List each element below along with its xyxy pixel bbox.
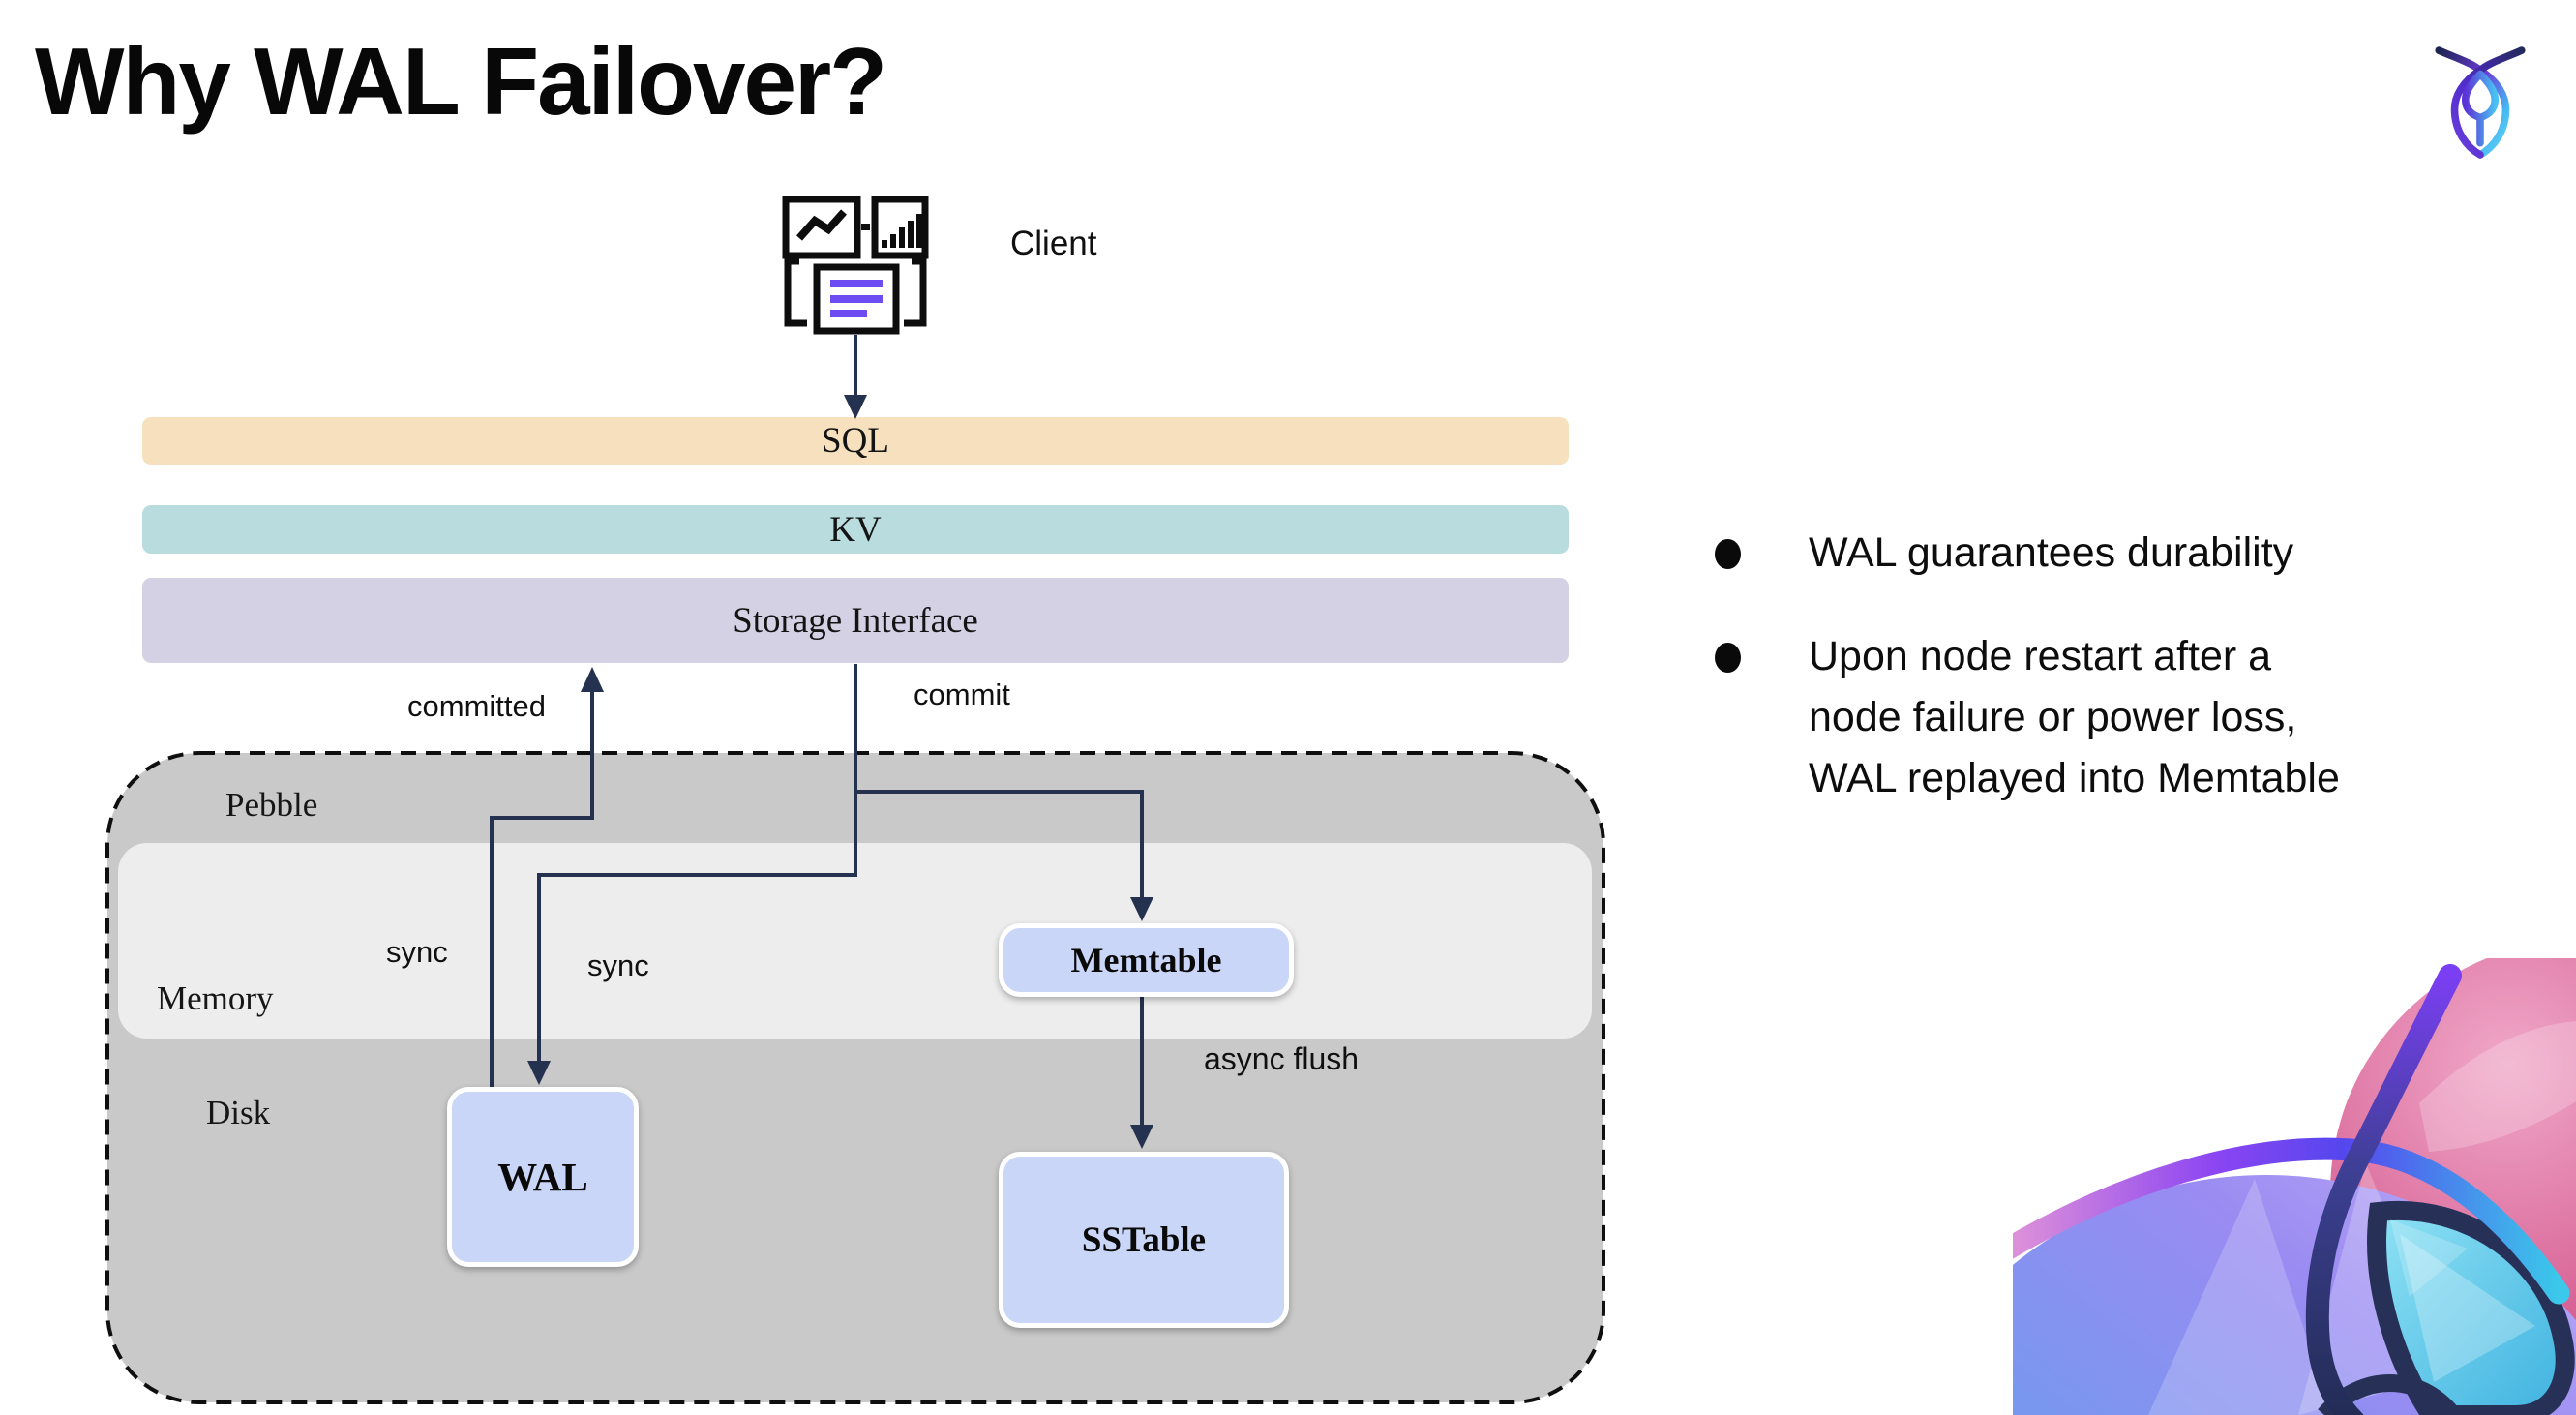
pebble-label: Pebble bbox=[225, 786, 318, 824]
layer-kv-label: KV bbox=[829, 509, 882, 550]
brand-sphere-graphic bbox=[2013, 958, 2576, 1415]
bullet-dot-icon bbox=[1715, 643, 1741, 673]
bullet-dot-icon bbox=[1715, 539, 1741, 569]
cockroachdb-logo-icon bbox=[2435, 46, 2526, 159]
layer-sql: SQL bbox=[142, 417, 1569, 465]
bullet-text: WAL guarantees durability bbox=[1809, 529, 2294, 576]
node-sstable: SSTable bbox=[999, 1152, 1289, 1328]
edge-label-committed: committed bbox=[407, 689, 546, 723]
edge-label-async-flush: async flush bbox=[1204, 1041, 1360, 1076]
bullet-item: WAL guarantees durability bbox=[1715, 523, 2547, 584]
client-label: Client bbox=[1010, 225, 1097, 262]
page-title: Why WAL Failover? bbox=[35, 28, 887, 135]
layer-storage-interface: Storage Interface bbox=[142, 578, 1569, 663]
edge-label-sync-right: sync bbox=[587, 948, 649, 982]
bullet-text: Upon node restart after a node failure o… bbox=[1809, 633, 2340, 801]
edge-label-commit: commit bbox=[914, 677, 1010, 711]
node-memtable-label: Memtable bbox=[1070, 941, 1222, 979]
client-terminal-icon bbox=[782, 196, 929, 335]
layer-kv: KV bbox=[142, 505, 1569, 554]
layer-sql-label: SQL bbox=[822, 421, 889, 461]
edge-label-sync-left: sync bbox=[386, 935, 448, 969]
disk-label: Disk bbox=[206, 1094, 271, 1131]
node-memtable: Memtable bbox=[999, 923, 1294, 997]
bullet-list: WAL guarantees durability Upon node rest… bbox=[1715, 523, 2547, 852]
memory-label: Memory bbox=[157, 979, 274, 1017]
layer-storage-interface-label: Storage Interface bbox=[733, 600, 978, 641]
node-sstable-label: SSTable bbox=[1081, 1219, 1207, 1260]
arrowhead-committed bbox=[581, 667, 604, 692]
node-wal: WAL bbox=[447, 1087, 639, 1267]
memory-band bbox=[118, 843, 1592, 1039]
bullet-item: Upon node restart after a node failure o… bbox=[1715, 626, 2547, 809]
arrowhead-client bbox=[844, 395, 867, 419]
node-wal-label: WAL bbox=[497, 1155, 588, 1199]
